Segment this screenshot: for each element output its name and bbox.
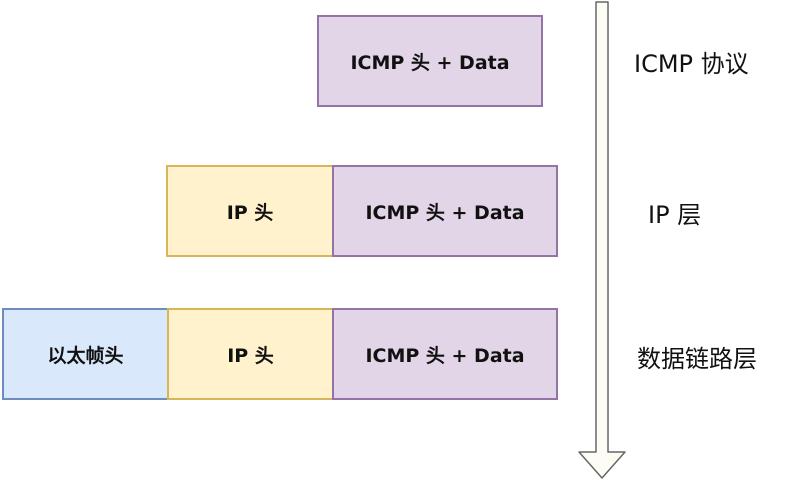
layer-label-icmp: ICMP 协议 bbox=[634, 50, 749, 78]
layer-label-data-link: 数据链路层 bbox=[637, 345, 757, 373]
row2-ip-header-segment: IP 头 bbox=[166, 165, 334, 257]
row1-icmp-segment: ICMP 头 + Data bbox=[317, 15, 543, 107]
row3-ethernet-header-segment: 以太帧头 bbox=[2, 308, 169, 400]
row3-ip-header-segment: IP 头 bbox=[167, 308, 334, 400]
layer-label-ip: IP 层 bbox=[648, 201, 702, 229]
row3-icmp-segment: ICMP 头 + Data bbox=[332, 308, 558, 400]
row2-icmp-segment: ICMP 头 + Data bbox=[332, 165, 558, 257]
